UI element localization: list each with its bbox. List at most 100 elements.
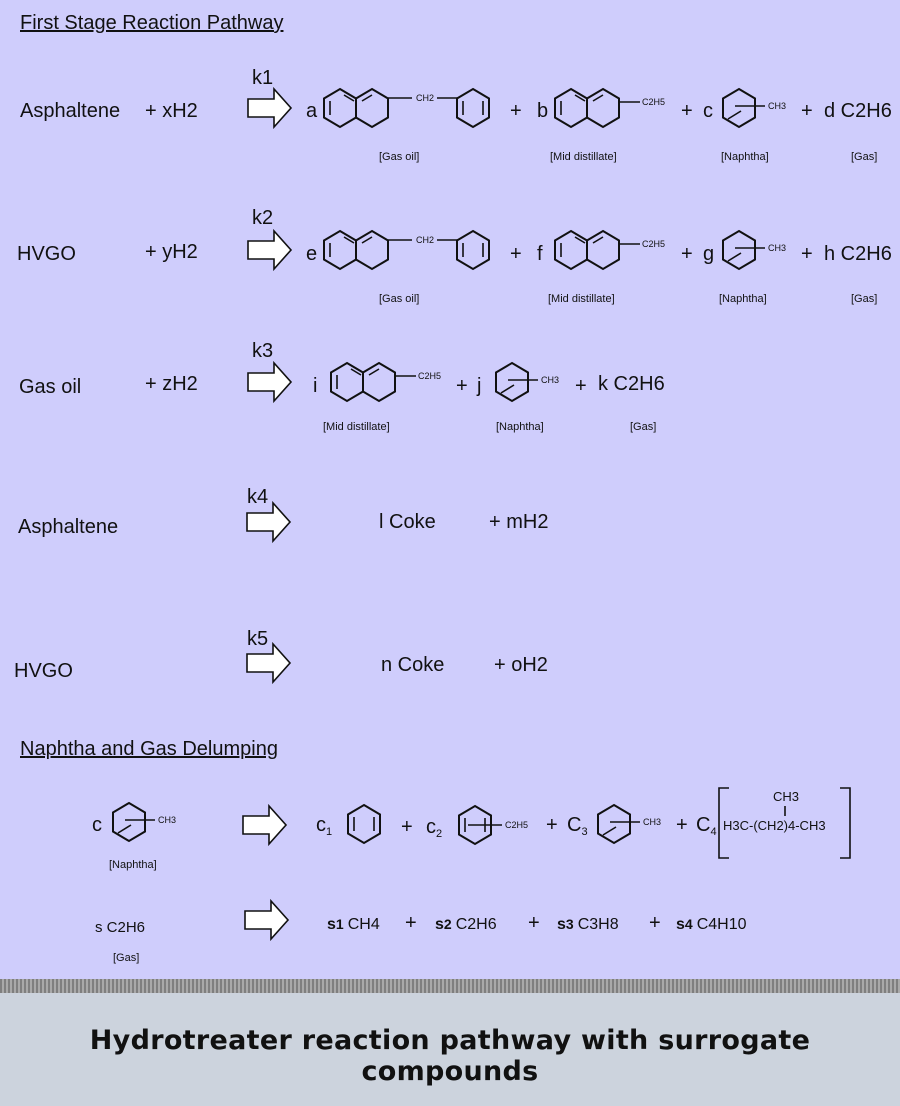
r4-arrow	[246, 502, 291, 542]
r3-coef-2: j	[476, 375, 481, 397]
r3-middistillate-structure	[330, 362, 396, 402]
r1-coef-2: b	[537, 100, 548, 122]
r1-naphtha-ring	[722, 88, 756, 128]
r7-arrow	[244, 900, 289, 940]
r3-label-middistillate: [Mid distillate]	[323, 421, 390, 433]
r6-label-naphtha: [Naphtha]	[109, 859, 157, 871]
r3-label-gas: [Gas]	[630, 421, 656, 433]
reaction-diagram: First Stage Reaction Pathway Asphaltene …	[14, 12, 892, 964]
r2-group-3: CH3	[768, 243, 786, 253]
r6-naphtha-ring	[112, 802, 146, 842]
r2-middistillate-structure	[554, 230, 620, 270]
r6-methylcyclohexene-ring	[597, 804, 631, 844]
r4-product: l Coke	[379, 511, 436, 533]
r2-h2: + yH2	[145, 241, 198, 263]
r2-group-2: C2H5	[642, 239, 665, 249]
r2-plus-1: +	[510, 243, 522, 265]
r6-c3: C3	[567, 814, 588, 838]
r1-coef-3: c	[703, 100, 713, 122]
header-first-stage: First Stage Reaction Pathway	[20, 12, 283, 34]
r2-label-gasoil: [Gas oil]	[379, 293, 419, 305]
r1-coef-1: a	[306, 100, 318, 122]
caption-bar	[0, 993, 900, 1106]
r3-k: k3	[252, 340, 273, 362]
r2-label-middistillate: [Mid distillate]	[548, 293, 615, 305]
r3-group-2: CH3	[541, 375, 559, 385]
r2-arrow	[247, 230, 292, 270]
r2-plus-3: +	[801, 243, 813, 265]
r3-plus-2: +	[575, 375, 587, 397]
r5-h2: + oH2	[494, 654, 548, 676]
r2-label-naphtha: [Naphtha]	[719, 293, 767, 305]
r6-group-0: CH3	[158, 815, 176, 825]
r6-group-2: C2H5	[505, 820, 528, 830]
r1-plus-1: +	[510, 100, 522, 122]
r6-bracket-top: CH3	[773, 789, 799, 804]
r1-label-gasoil: [Gas oil]	[379, 151, 419, 163]
r7-label-gas: [Gas]	[113, 952, 139, 964]
r4-reactant: Asphaltene	[18, 516, 118, 538]
r7-plus-1: +	[405, 912, 417, 934]
r2-reactant: HVGO	[17, 243, 76, 265]
r1-plus-2: +	[681, 100, 693, 122]
r7-plus-2: +	[528, 912, 540, 934]
r1-middistillate-structure	[554, 88, 620, 128]
header-delumping: Naphtha and Gas Delumping	[20, 738, 278, 760]
r6-plus-2: +	[546, 814, 558, 836]
r7-reactant: s C2H6	[95, 919, 145, 936]
r2-coef-1: e	[306, 243, 317, 265]
r2-k: k2	[252, 207, 273, 229]
r6-c1: c1	[316, 814, 332, 838]
r6-c4: C4	[696, 814, 717, 838]
r3-reactant: Gas oil	[19, 376, 81, 398]
r2-gasoil-structure	[323, 230, 389, 270]
r6-bracket-right	[840, 787, 851, 859]
r1-label-naphtha: [Naphtha]	[721, 151, 769, 163]
r1-reactant: Asphaltene	[20, 100, 120, 122]
r7-plus-3: +	[649, 912, 661, 934]
r5-k: k5	[247, 628, 268, 650]
r4-k: k4	[247, 486, 268, 508]
section-divider	[0, 979, 900, 993]
r1-k: k1	[252, 67, 273, 89]
r2-group-1: CH2	[416, 235, 434, 245]
r2-naphtha-ring	[722, 230, 756, 270]
r2-benzene-ring	[456, 230, 490, 270]
r3-arrow	[247, 362, 292, 402]
r1-plus-3: +	[801, 100, 813, 122]
r1-group-2: C2H5	[642, 97, 665, 107]
r3-plus-1: +	[456, 375, 468, 397]
r6-coef: c	[92, 814, 102, 836]
r1-label-gas: [Gas]	[851, 151, 877, 163]
r1-gasoil-structure	[323, 88, 389, 128]
r1-arrow	[247, 88, 292, 128]
r6-benzene-ring	[347, 804, 381, 844]
r5-reactant: HVGO	[14, 660, 73, 682]
r6-plus-3: +	[676, 814, 688, 836]
r1-label-middistillate: [Mid distillate]	[550, 151, 617, 163]
r1-benzene-ring	[456, 88, 490, 128]
r6-bracket-main: H3C-(CH2)4-CH3	[723, 818, 826, 833]
r1-coef-4: d C2H6	[824, 100, 892, 122]
r6-group-3: CH3	[643, 817, 661, 827]
r2-coef-4: h C2H6	[824, 243, 892, 265]
r2-coef-3: g	[703, 243, 714, 265]
r2-plus-2: +	[681, 243, 693, 265]
r3-label-naphtha: [Naphtha]	[496, 421, 544, 433]
r2-label-gas: [Gas]	[851, 293, 877, 305]
r5-product: n Coke	[381, 654, 444, 676]
r3-coef-1: i	[313, 375, 317, 397]
r2-coef-2: f	[537, 243, 543, 265]
caption: Hydrotreater reaction pathway with surro…	[89, 1025, 811, 1087]
r6-arrow	[242, 805, 287, 845]
r3-group-1: C2H5	[418, 371, 441, 381]
r3-naphtha-ring	[495, 362, 529, 402]
r4-h2: + mH2	[489, 511, 548, 533]
r6-c2: c2	[426, 816, 442, 840]
r1-group-3: CH3	[768, 101, 786, 111]
